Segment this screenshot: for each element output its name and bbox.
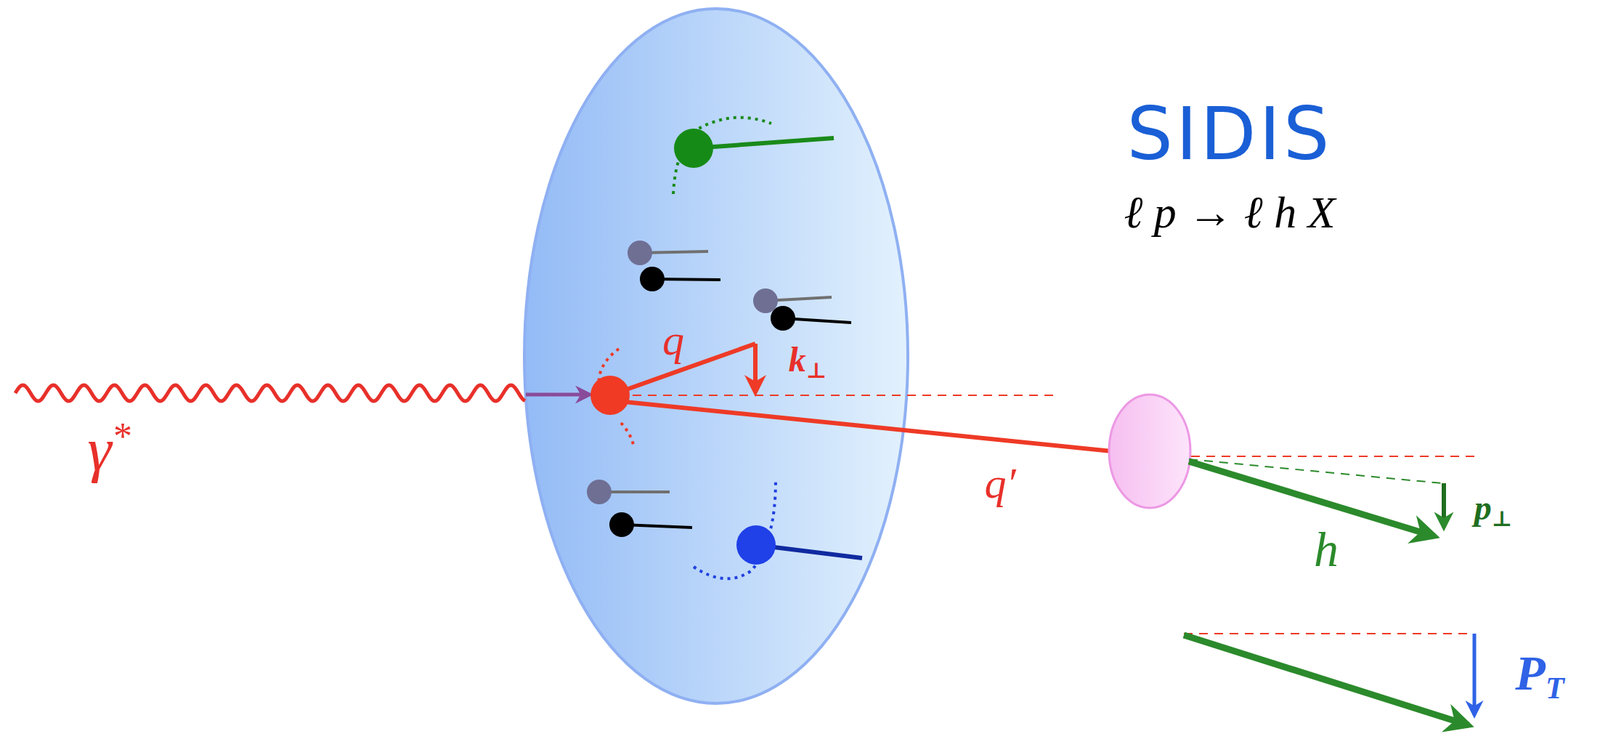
kperp-arrow bbox=[753, 343, 758, 393]
hadron-arrow bbox=[1188, 461, 1435, 536]
process-formula: ℓ p → ℓ h X bbox=[1123, 189, 1335, 235]
reference-dashed bbox=[1191, 455, 1480, 457]
gluon-dots bbox=[673, 117, 772, 194]
reference-dashed bbox=[1183, 632, 1470, 635]
parton-dot bbox=[770, 305, 796, 331]
parton-group bbox=[586, 117, 863, 579]
reference-dashed bbox=[632, 394, 1057, 396]
hadron-arrow bbox=[1183, 634, 1469, 725]
pt-label: PT bbox=[1515, 647, 1564, 704]
fragmentation-blob bbox=[1109, 394, 1191, 508]
parton-dot bbox=[673, 128, 714, 168]
quark-out-line bbox=[610, 400, 1112, 452]
quark-out-label: q′ bbox=[984, 461, 1016, 505]
quark-label: q bbox=[662, 318, 685, 362]
parton-dot bbox=[627, 240, 653, 266]
parton-dot bbox=[609, 512, 635, 537]
gluon-dots bbox=[620, 422, 634, 445]
pperp-label: p⊥ bbox=[1474, 490, 1513, 530]
pperp-arrow bbox=[1441, 482, 1447, 528]
quark-dot bbox=[590, 375, 630, 415]
diagram-title: SIDIS bbox=[1127, 98, 1333, 171]
kperp-label: k⊥ bbox=[788, 342, 828, 382]
parton-dot bbox=[639, 266, 665, 292]
gluon-dots bbox=[693, 479, 776, 579]
parton-dot bbox=[753, 288, 778, 314]
hadron-label: h bbox=[1313, 524, 1339, 574]
pt-arrow bbox=[1472, 633, 1477, 715]
proton-ellipse bbox=[524, 8, 908, 704]
parton-dot bbox=[586, 479, 612, 505]
photon-label: γ* bbox=[87, 417, 131, 481]
parton-line bbox=[693, 137, 834, 149]
parton-dot bbox=[736, 525, 776, 565]
photon-arrow bbox=[525, 392, 590, 397]
photon-wave bbox=[15, 384, 526, 401]
